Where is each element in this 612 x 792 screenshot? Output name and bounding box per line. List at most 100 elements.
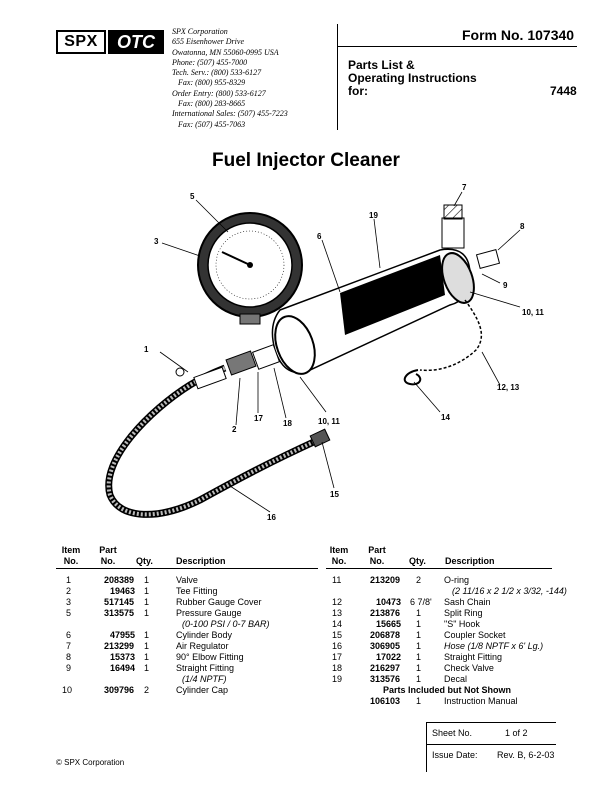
callout-3: 3 — [154, 237, 159, 246]
cell-qty: 1 — [144, 630, 150, 640]
cell-description: "S" Hook — [444, 619, 480, 629]
table-rule-left — [56, 568, 318, 569]
cell-description: Air Regulator — [176, 641, 229, 651]
model-number: 7448 — [550, 84, 577, 98]
cell-part: 47955 — [110, 630, 136, 640]
cell-description: Cylinder Body — [176, 630, 233, 640]
table-row-note: (1/4 NPTF) — [182, 674, 227, 684]
callout-8: 8 — [520, 222, 525, 231]
contact-line: Fax: (800) 283-8665 — [178, 99, 246, 109]
cell-qty: 1 — [416, 619, 422, 629]
cell-description: Cylinder Cap — [176, 685, 229, 695]
cell-part: 306905 — [370, 641, 401, 651]
header-line: Item — [329, 545, 349, 555]
sheet-value: 1 of 2 — [505, 728, 528, 738]
contact-line: Order Entry: (800) 533-6127 — [172, 88, 266, 98]
pressure-gauge — [197, 212, 303, 325]
table-row-note: (2 11/16 x 2 1/2 x 3/32, -144) — [452, 586, 567, 596]
header-description: Description — [176, 556, 226, 566]
hose-inner — [106, 366, 319, 517]
header-line: No. — [331, 556, 347, 566]
header-part: Part No. — [96, 545, 120, 567]
contact-line: Tech. Serv.: (800) 533-6127 — [172, 68, 262, 78]
contact-line: Phone: (507) 455-7000 — [172, 57, 248, 67]
title-line: Operating Instructions — [348, 71, 477, 85]
cell-part: 213876 — [370, 608, 401, 618]
cell-description: O-ring — [444, 575, 470, 585]
cylinder-body — [271, 248, 475, 375]
cell-qty: 1 — [416, 652, 422, 662]
cell-item: 5 — [66, 608, 72, 618]
header-part: Part No. — [364, 545, 390, 567]
callout-15: 15 — [330, 490, 339, 499]
header-line: Part — [368, 545, 386, 555]
callout-7: 7 — [462, 183, 467, 192]
cell-qty: 1 — [416, 696, 422, 706]
cell-item: 17 — [332, 652, 343, 662]
header-line: Part — [99, 545, 117, 555]
contact-line: SPX Corporation — [172, 27, 228, 36]
contact-line: Fax: (800) 955-8329 — [178, 78, 246, 88]
header-line: No. — [63, 556, 79, 566]
header-item: Item No. — [60, 545, 82, 567]
cell-qty: 1 — [416, 663, 422, 673]
cell-description: Sash Chain — [444, 597, 491, 607]
cell-part: 208389 — [104, 575, 135, 585]
form-number: Form No. 107340 — [462, 27, 575, 43]
title-line: for: — [348, 84, 368, 98]
header-rule — [337, 46, 577, 47]
cell-item: 6 — [66, 630, 72, 640]
sheet-label: Sheet No. — [432, 728, 473, 738]
issue-date-value: Rev. B, 6-2-03 — [497, 750, 555, 760]
leader-lines — [159, 191, 521, 513]
cell-part: 16494 — [110, 663, 136, 673]
cell-item: 9 — [66, 663, 72, 673]
table-row-note: (0-100 PSI / 0-7 BAR) — [182, 619, 270, 629]
callout-14: 14 — [441, 413, 450, 422]
cell-item: 13 — [332, 608, 343, 618]
cell-item: 19 — [332, 674, 343, 684]
cell-description: Check Valve — [444, 663, 494, 673]
callout-6: 6 — [317, 232, 322, 241]
air-regulator — [441, 204, 501, 269]
cell-description: Tee Fitting — [176, 586, 218, 596]
cell-item: 16 — [332, 641, 343, 651]
cell-part: 309796 — [104, 685, 135, 695]
callout-1: 1 — [144, 345, 149, 354]
header-qty: Qty. — [409, 556, 426, 566]
callout-9: 9 — [503, 281, 508, 290]
included-heading: Parts Included but Not Shown — [383, 685, 511, 695]
footer-rule-top — [426, 722, 556, 723]
cell-description: Split Ring — [444, 608, 483, 618]
callout-17: 17 — [254, 414, 263, 423]
cell-part: 206878 — [370, 630, 401, 640]
issue-date-label: Issue Date: — [432, 750, 478, 760]
contact-line: Owatonna, MN 55060-0995 USA — [172, 47, 279, 57]
contact-block: SPX Corporation 655 Eisenhower Drive Owa… — [172, 27, 288, 130]
callout-16: 16 — [267, 513, 276, 522]
cell-item: 8 — [66, 652, 72, 662]
cell-qty: 1 — [416, 641, 422, 651]
cell-part: 15665 — [376, 619, 402, 629]
cell-part: 10473 — [376, 597, 402, 607]
cell-qty: 2 — [144, 685, 150, 695]
cell-description: Instruction Manual — [444, 696, 518, 706]
cell-part: 216297 — [370, 663, 401, 673]
cell-qty: 1 — [144, 586, 150, 596]
header-line: No. — [100, 556, 116, 566]
cell-qty: 1 — [144, 663, 150, 673]
cell-qty: 1 — [144, 608, 150, 618]
cell-description: Straight Fitting — [176, 663, 235, 673]
table-rule-right — [326, 568, 552, 569]
header-line: Item — [61, 545, 81, 555]
cell-qty: 1 — [144, 641, 150, 651]
cell-part: 19463 — [110, 586, 136, 596]
footer-rule-mid — [426, 744, 556, 745]
cell-qty: 1 — [144, 575, 150, 585]
cell-description: Hose (1/8 NPTF x 6' Lg.) — [444, 641, 544, 651]
cell-qty: 1 — [416, 608, 422, 618]
callout-10-11-bottom: 10, 11 — [318, 417, 340, 426]
spx-logo: SPX — [56, 30, 106, 54]
cell-item: 15 — [332, 630, 343, 640]
cell-part: 213299 — [104, 641, 135, 651]
